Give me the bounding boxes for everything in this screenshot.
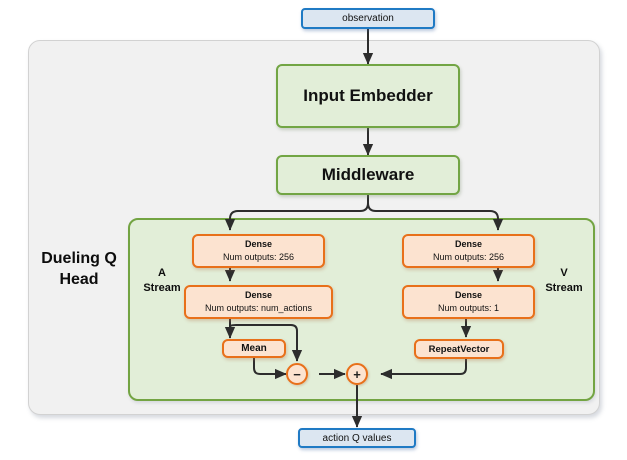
node-a-dense-1-subtitle: Num outputs: 256	[222, 252, 295, 262]
node-mean[interactable]: Mean	[222, 339, 286, 358]
node-a-dense-1-title: Dense	[244, 239, 272, 249]
node-input-embedder[interactable]: Input Embedder	[276, 64, 460, 128]
node-v-dense-1-title: Dense	[454, 239, 482, 249]
operator-add[interactable]: +	[346, 363, 368, 385]
node-mean-label: Mean	[241, 343, 267, 354]
node-observation[interactable]: observation	[301, 8, 435, 29]
node-repeat-vector-label: RepeatVector	[428, 343, 490, 355]
node-a-stream-dense-num-actions[interactable]: Dense Num outputs: num_actions	[184, 285, 333, 319]
node-a-dense-2-subtitle: Num outputs: num_actions	[204, 303, 313, 313]
node-a-stream-dense-256[interactable]: Dense Num outputs: 256	[192, 234, 325, 268]
label-a-stream-line1: A	[158, 267, 166, 279]
node-action-q-values[interactable]: action Q values	[298, 428, 416, 448]
label-v-stream: V Stream	[535, 266, 593, 296]
node-v-dense-1-subtitle: Num outputs: 256	[432, 252, 505, 262]
node-repeat-vector[interactable]: RepeatVector	[414, 339, 504, 359]
node-a-dense-2-title: Dense	[244, 290, 272, 300]
node-v-dense-2-subtitle: Num outputs: 1	[437, 303, 500, 313]
node-v-stream-dense-1[interactable]: Dense Num outputs: 1	[402, 285, 535, 319]
operator-add-glyph: +	[353, 366, 361, 382]
label-dueling-q-head: Dueling Q Head	[30, 248, 128, 290]
node-v-stream-dense-256[interactable]: Dense Num outputs: 256	[402, 234, 535, 268]
label-a-stream-line2: Stream	[143, 282, 181, 294]
node-input-embedder-label: Input Embedder	[303, 86, 433, 105]
node-middleware[interactable]: Middleware	[276, 155, 460, 195]
node-v-dense-2-title: Dense	[454, 290, 482, 300]
label-v-stream-line1: V	[560, 267, 568, 279]
operator-subtract-glyph: −	[293, 366, 301, 382]
label-a-stream: A Stream	[134, 266, 190, 296]
node-action-q-values-label: action Q values	[322, 432, 392, 444]
operator-subtract[interactable]: −	[286, 363, 308, 385]
label-dueling-q-head-line1: Dueling Q Head	[41, 250, 117, 288]
label-v-stream-line2: Stream	[545, 282, 583, 294]
node-observation-label: observation	[342, 13, 394, 24]
node-middleware-label: Middleware	[321, 165, 415, 184]
